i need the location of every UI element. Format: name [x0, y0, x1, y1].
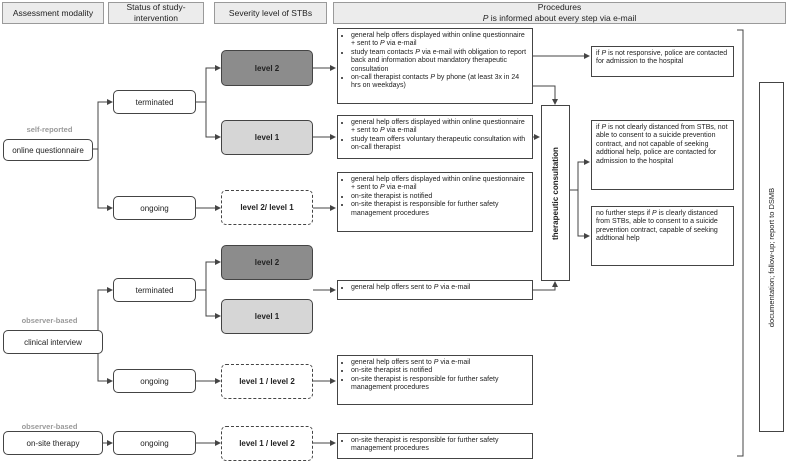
- level-1-box: level 1: [221, 120, 313, 155]
- status-label: ongoing: [140, 438, 169, 448]
- procedure-item: general help offers displayed within onl…: [351, 176, 528, 193]
- modality-label: online questionnaire: [12, 145, 84, 155]
- procedure-item: on-site therapist is notified: [351, 193, 528, 201]
- level-2-box: level 2: [221, 245, 313, 280]
- status-terminated: terminated: [113, 90, 196, 114]
- status-label: terminated: [135, 97, 174, 107]
- header-assessment-modality: Assessment modality: [2, 2, 104, 24]
- connector: [196, 65, 221, 103]
- modality-label: clinical interview: [24, 337, 82, 347]
- procedure-box-4: general help offers sent to P via e-mail: [337, 280, 533, 300]
- outcome-police-not-distanced: if P is not clearly distanced from STBs,…: [591, 120, 734, 190]
- modality-label: on-site therapy: [26, 438, 80, 448]
- procedure-box-5: general help offers sent to P via e-mail…: [337, 355, 533, 405]
- level-label: level 1 / level 2: [239, 439, 295, 448]
- documentation-bracket: [737, 29, 744, 457]
- procedure-item: on-site therapist is responsible for fur…: [351, 437, 528, 454]
- header-status-text: Status of study-intervention: [126, 2, 186, 23]
- procedure-item: study team offers voluntary therapeutic …: [351, 136, 528, 153]
- connector: [577, 190, 590, 239]
- procedure-box-2: general help offers displayed within onl…: [337, 115, 533, 159]
- outcome-police-not-responsive: if P is not responsive, police are conta…: [591, 46, 734, 77]
- connector: [533, 281, 558, 291]
- category-label: observer-based: [21, 422, 78, 431]
- category-label: self-reported: [26, 125, 73, 134]
- connector: [570, 159, 590, 191]
- level-mixed-box: level 1 / level 2: [221, 364, 313, 399]
- modality-on-site-therapy: on-site therapy: [3, 431, 103, 455]
- modality-clinical-interview: clinical interview: [3, 330, 103, 354]
- connector: [196, 259, 221, 291]
- level-label: level 1: [254, 312, 280, 321]
- outcome-no-further-steps: no further steps if P is clearly distanc…: [591, 206, 734, 266]
- status-label: ongoing: [140, 376, 169, 386]
- level-mixed-box: level 2/ level 1: [221, 190, 313, 225]
- status-ongoing: ongoing: [113, 369, 196, 393]
- level-1-box: level 1: [221, 299, 313, 334]
- header-status: Status of study-intervention: [108, 2, 204, 24]
- header-procedures: Procedures P is informed about every ste…: [333, 2, 786, 24]
- status-terminated: terminated: [113, 278, 196, 302]
- status-ongoing: ongoing: [113, 196, 196, 220]
- connector: [97, 149, 113, 211]
- level-2-box: level 2: [221, 50, 313, 86]
- header-procedures-sub: P is informed about every step via e-mai…: [482, 13, 637, 23]
- procedure-item: general help offers displayed within onl…: [351, 119, 528, 136]
- procedure-item: general help offers displayed within onl…: [351, 32, 528, 49]
- procedure-item: on-site therapist is responsible for fur…: [351, 201, 528, 218]
- modality-online-questionnaire: online questionnaire: [3, 139, 93, 161]
- connector: [205, 102, 221, 140]
- status-label: ongoing: [140, 203, 169, 213]
- procedure-box-6: on-site therapist is responsible for fur…: [337, 433, 533, 459]
- level-label: level 2: [254, 63, 280, 73]
- therapeutic-consultation-box: therapeutic consultation: [541, 105, 570, 281]
- header-assessment-modality-text: Assessment modality: [12, 7, 94, 18]
- connector: [533, 85, 558, 105]
- level-label: level 2: [254, 258, 280, 267]
- procedure-item: on-site therapist is notified: [351, 367, 528, 375]
- connector: [205, 290, 221, 319]
- level-label: level 2/ level 1: [240, 203, 294, 212]
- connector: [93, 99, 113, 150]
- documentation-label: documentation; follow-up; report to DSMB: [767, 187, 777, 327]
- header-severity: Severity level of STBs: [214, 2, 327, 24]
- status-ongoing: ongoing: [113, 431, 196, 455]
- procedure-item: general help offers sent to P via e-mail: [351, 359, 528, 367]
- header-procedures-title: Procedures: [537, 2, 582, 12]
- procedure-box-1: general help offers displayed within onl…: [337, 28, 533, 104]
- status-label: terminated: [135, 285, 174, 295]
- procedure-box-3: general help offers displayed within onl…: [337, 172, 533, 232]
- procedure-item: study team contacts P via e-mail with ob…: [351, 49, 528, 74]
- header-severity-text: Severity level of STBs: [228, 7, 313, 18]
- procedure-item: on-call therapist contacts P by phone (a…: [351, 74, 528, 91]
- level-label: level 1 / level 2: [239, 377, 295, 386]
- therapeutic-consultation-label: therapeutic consultation: [551, 146, 560, 240]
- connector: [97, 342, 113, 384]
- procedure-item: general help offers sent to P via e-mail: [351, 284, 528, 292]
- documentation-box: documentation; follow-up; report to DSMB: [759, 82, 784, 432]
- level-mixed-box: level 1 / level 2: [221, 426, 313, 461]
- procedure-item: on-site therapist is responsible for fur…: [351, 376, 528, 393]
- level-label: level 1: [254, 133, 280, 142]
- category-label: observer-based: [21, 316, 78, 325]
